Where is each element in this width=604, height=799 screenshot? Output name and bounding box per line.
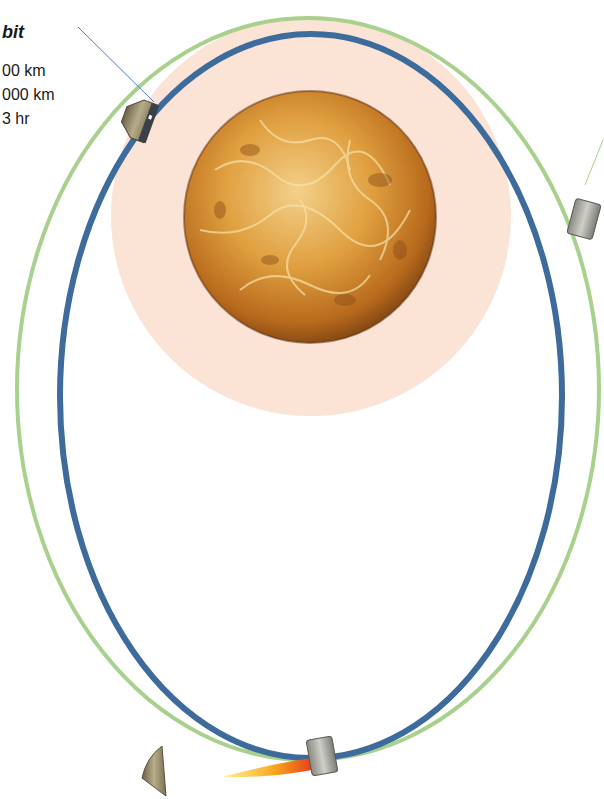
final-orbit	[60, 34, 562, 758]
engine-flame	[222, 758, 312, 777]
orbit-parameter: 000 km	[2, 85, 54, 104]
initial-orbit	[17, 18, 599, 760]
heat-shield	[142, 746, 166, 796]
orbit-parameter: 3 hr	[2, 109, 30, 128]
leader-line	[78, 27, 154, 102]
venus-planet	[184, 91, 436, 343]
leader-line	[585, 140, 603, 185]
spacecraft	[567, 198, 601, 240]
spacecraft	[117, 95, 159, 143]
orbit-heading: bit	[2, 22, 24, 44]
atmosphere	[111, 16, 511, 416]
spacecraft	[306, 736, 338, 776]
orbit-parameter: 00 km	[2, 61, 46, 80]
